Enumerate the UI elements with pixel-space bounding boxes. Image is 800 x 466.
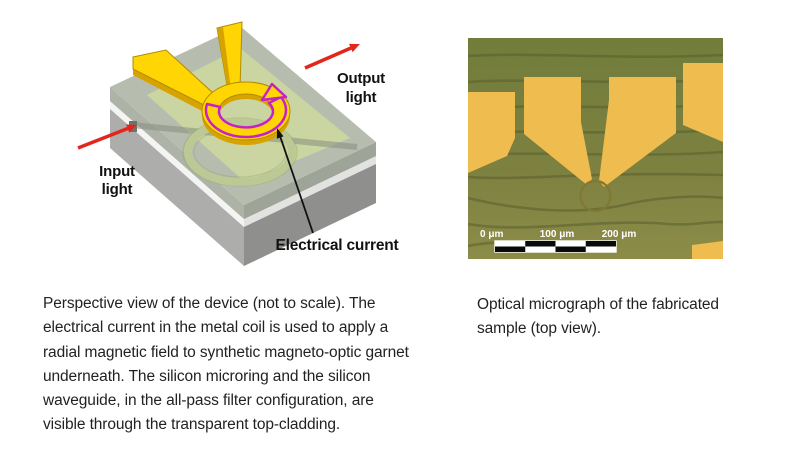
silicon-microring: [184, 118, 296, 186]
pad-center-left: [524, 77, 592, 185]
micrograph-background: [468, 38, 723, 259]
optical-micrograph: 0 μm 100 μm 200 μm: [468, 38, 723, 259]
pad-left: [468, 92, 515, 173]
scale-bar: [494, 240, 617, 253]
left-figure-caption: Perspective view of the device (not to s…: [43, 292, 453, 438]
output-light-label-line1: Output: [337, 70, 385, 87]
output-light-arrow: [304, 43, 360, 70]
device-3d-illustration: Output light Input light Electrical curr…: [77, 21, 399, 266]
right-lead-side-shade: [217, 27, 231, 91]
caption-line: visible through the transparent top-clad…: [43, 416, 341, 434]
scale-label-0um: 0 μm: [480, 229, 503, 240]
input-light-label-line2: light: [102, 181, 133, 198]
left-lead-underside: [133, 68, 204, 111]
current-arrowhead: [260, 82, 288, 102]
caption-line: sample (top view).: [477, 320, 601, 338]
output-light-label-line2: light: [346, 89, 377, 106]
buffer-layer-front-right-face: [244, 155, 376, 227]
cladding-front-right-face: [244, 142, 376, 219]
caption-line: underneath. The silicon microring and th…: [43, 367, 371, 385]
right-figure-caption: Optical micrograph of the fabricated sam…: [477, 293, 777, 342]
metal-contact-pads: [468, 63, 723, 259]
pad-right: [683, 63, 723, 142]
electrical-current-label: Electrical current: [275, 237, 398, 254]
electrical-current-pointer-arrow: [276, 128, 314, 234]
buffer-layer-front-left-face: [110, 100, 244, 227]
caption-line: waveguide, in the all-pass filter config…: [43, 392, 374, 410]
microring-resonator: [579, 179, 612, 213]
pad-center-right: [599, 77, 676, 187]
substrate-front-right-face: [244, 163, 376, 266]
caption-line: Optical micrograph of the fabricated: [477, 296, 719, 313]
substrate-front-left-face: [110, 108, 244, 266]
perspective-device-diagram: Output light Input light Electrical curr…: [55, 5, 425, 275]
input-light-arrow: [77, 124, 137, 150]
scale-label-100um: 100 μm: [540, 229, 575, 240]
micrograph-image: 0 μm 100 μm 200 μm: [468, 38, 723, 259]
input-light-label-line1: Input: [99, 163, 135, 180]
cladding-front-left-face: [110, 87, 244, 219]
caption-line: electrical current in the metal coil is …: [43, 319, 389, 337]
caption-line: Perspective view of the device (not to s…: [43, 295, 376, 312]
pad-bottom-corner: [692, 241, 723, 259]
scale-label-200um: 200 μm: [602, 229, 637, 240]
caption-line: radial magnetic field to synthetic magne…: [43, 343, 409, 361]
